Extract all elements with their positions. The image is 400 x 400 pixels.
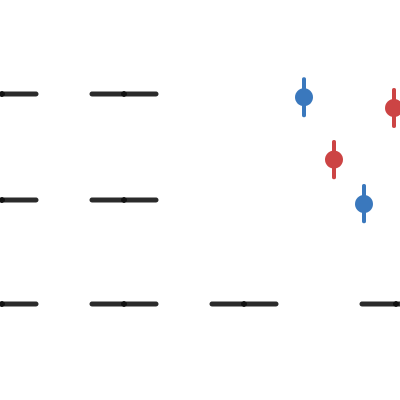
data-point-s0-p1	[355, 195, 373, 213]
range-dot-5	[121, 301, 127, 307]
range-dot-3	[121, 197, 127, 203]
range-dot-0	[0, 91, 5, 97]
data-point-s1-p1	[385, 99, 400, 117]
data-point-s0-p0	[295, 88, 313, 107]
range-dot-1	[121, 91, 127, 97]
range-dot-4	[0, 301, 5, 307]
range-lines-layer	[0, 91, 400, 307]
range-dot-6	[241, 301, 247, 307]
range-dot-2	[0, 197, 5, 203]
range-dot-7	[393, 301, 399, 307]
data-point-s1-p0	[325, 150, 343, 169]
series-points-layer	[295, 77, 400, 224]
